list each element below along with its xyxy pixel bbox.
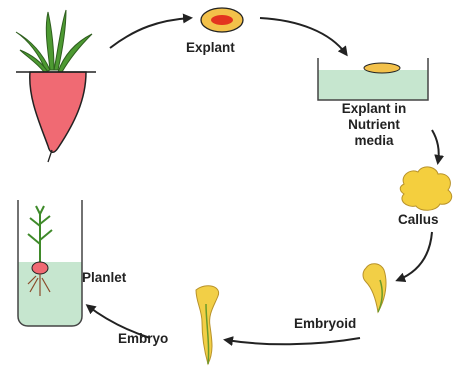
nutrient-media-dish <box>318 58 428 100</box>
test-tube-planlet <box>18 200 82 326</box>
carrot-plant <box>16 10 96 162</box>
carrot-leaves <box>16 10 92 72</box>
arrow-embryoid-to-embryo <box>226 338 360 344</box>
label-explant-in-nutrient-media: Explant in Nutrient media <box>326 101 422 149</box>
arrow-plant-to-explant <box>110 18 190 48</box>
label-planlet: Planlet <box>82 270 126 286</box>
arrow-callus-to-embryoid <box>398 232 432 280</box>
label-explant: Explant <box>186 40 235 56</box>
carrot-root <box>30 72 86 152</box>
label-explant-in-media-line1: Explant in <box>326 101 422 117</box>
arrow-media-to-callus <box>432 130 439 162</box>
embryo-shape <box>196 286 219 364</box>
embryoid-shape <box>363 264 386 312</box>
label-explant-in-media-line2: Nutrient <box>326 117 422 133</box>
label-embryo: Embryo <box>118 331 168 347</box>
explant-disc <box>201 8 243 32</box>
arrow-explant-to-media <box>260 18 346 54</box>
label-embryoid: Embryoid <box>294 316 356 332</box>
callus-shape <box>400 167 451 210</box>
planlet-plant <box>28 206 52 266</box>
label-explant-in-media-line3: media <box>326 133 422 149</box>
label-callus: Callus <box>398 212 439 228</box>
